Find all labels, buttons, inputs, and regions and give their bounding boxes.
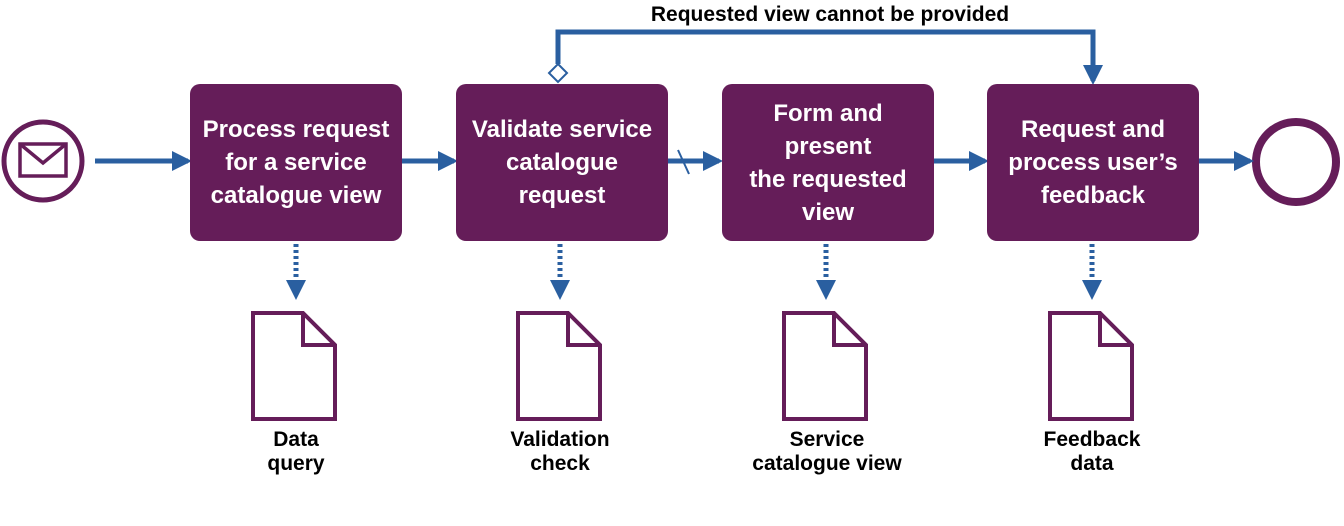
- document-icon: [1048, 311, 1134, 421]
- end-event: [1252, 118, 1340, 206]
- task-process-request: Process request for a service catalogue …: [190, 84, 402, 241]
- task-label: Form and present the requested view: [749, 99, 907, 226]
- document-icon: [251, 311, 337, 421]
- task-validate-request: Validate service catalogue request: [456, 84, 668, 241]
- task-label: Request and process user’s feedback: [1008, 116, 1178, 209]
- conditional-flow-loop: [555, 29, 1103, 85]
- task-request-feedback: Request and process user’s feedback: [987, 84, 1199, 241]
- document-icon: [782, 311, 868, 421]
- envelope-icon: [18, 142, 68, 178]
- conditional-flow-diamond: [547, 62, 569, 84]
- task-label: Validate service catalogue request: [471, 116, 653, 209]
- document-label-data-query: Data query: [267, 428, 325, 475]
- start-event: [1, 119, 85, 203]
- document-label-feedback-data: Feedback data: [1043, 428, 1141, 475]
- default-flow-slash: [677, 149, 690, 175]
- task-form-and-present-view: Form and present the requested view: [722, 84, 934, 241]
- document-label-validation-check: Validation check: [510, 428, 610, 475]
- task-label: Process request for a service catalogue …: [202, 116, 390, 209]
- document-label-service-catalogue-view: Service catalogue view: [752, 428, 902, 475]
- loop-flow-label: Requested view cannot be provided: [650, 3, 1010, 26]
- document-icon: [516, 311, 602, 421]
